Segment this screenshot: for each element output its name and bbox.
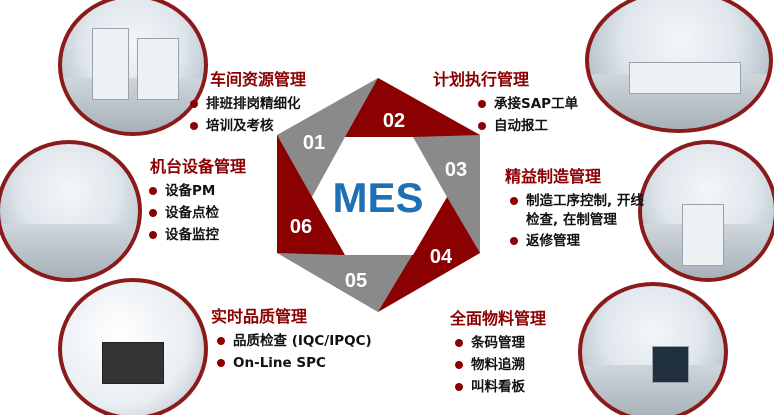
module-list-lean: 制造工序控制, 开线检查, 在制管理 返修管理 (508, 190, 646, 252)
segment-label-06: 06 (290, 216, 312, 238)
hexagon-inner (312, 137, 447, 255)
segment-label-05: 05 (345, 270, 367, 292)
module-title-material: 全面物料管理 (450, 309, 547, 328)
photo-cleanroom (638, 140, 774, 282)
module-title-equipment: 机台设备管理 (150, 157, 247, 176)
module-list-equipment: 设备PM 设备点检 设备监控 (147, 180, 219, 246)
list-item: On-Line SPC (215, 352, 372, 374)
segment-02 (345, 78, 480, 137)
module-title-resource: 车间资源管理 (210, 70, 307, 89)
list-item: 物料追溯 (453, 354, 525, 376)
center-label: MES (332, 174, 423, 221)
module-list-material: 条码管理 物料追溯 叫料看板 (453, 332, 525, 398)
module-list-resource: 排班排岗精细化 培训及考核 (188, 93, 301, 137)
module-list-quality: 品质检查 (IQC/IPQC) On-Line SPC (215, 330, 372, 374)
list-item: 设备点检 (147, 202, 219, 224)
list-item: 培训及考核 (188, 115, 301, 137)
module-title-planning: 计划执行管理 (433, 70, 530, 89)
list-item: 条码管理 (453, 332, 525, 354)
segment-label-04: 04 (430, 246, 453, 268)
list-item: 返修管理 (508, 230, 646, 252)
list-item: 制造工序控制, 开线检查, 在制管理 (508, 190, 646, 230)
list-item: 设备PM (147, 180, 219, 202)
segment-06 (277, 135, 345, 255)
list-item: 排班排岗精细化 (188, 93, 301, 115)
list-item: 承接SAP工单 (476, 93, 578, 115)
photo-material-station (578, 282, 728, 415)
segment-label-02: 02 (383, 110, 405, 132)
photo-quality-inspection (58, 278, 208, 415)
photo-equipment-hall (0, 140, 142, 282)
photo-production-line (585, 0, 773, 133)
list-item: 叫料看板 (453, 376, 525, 398)
list-item: 设备监控 (147, 224, 219, 246)
list-item: 自动报工 (476, 115, 578, 137)
segment-label-01: 01 (303, 132, 325, 154)
segment-label-03: 03 (445, 159, 467, 181)
segment-04 (378, 197, 480, 312)
photo-workshop (58, 0, 208, 136)
module-title-lean: 精益制造管理 (505, 167, 602, 186)
module-list-planning: 承接SAP工单 自动报工 (476, 93, 578, 137)
list-item: 品质检查 (IQC/IPQC) (215, 330, 372, 352)
module-title-quality: 实时品质管理 (211, 307, 308, 326)
